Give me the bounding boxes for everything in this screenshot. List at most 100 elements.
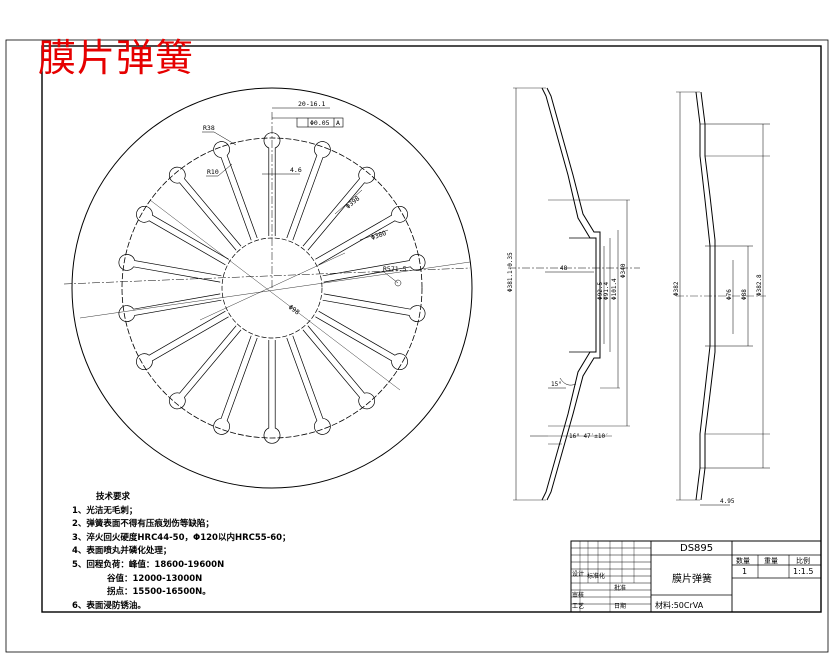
section-view-labels: Φ381.1-0.35 Φ340 Φ92.5 Φ91.4 Φ101.4 48 1… [507,252,627,440]
finger-slot-outline [322,293,426,322]
dim-495: 4.95 [720,498,735,505]
label-designer: 设计 [572,571,585,578]
dim-1647: 16° 47′±10′ [569,433,609,440]
leader-398 [334,189,363,215]
dim-925: Φ92.5 [597,282,604,300]
finger-slot-outline [302,325,375,410]
finger-slot-outline [169,325,242,410]
requirement-4: 4、表面喷丸并磷化处理； [72,546,172,557]
finger-slot [213,141,258,241]
technical-requirements: 技术要求 1、光洁无毛刺； 2、弹簧表面不得有压痕划伤等缺陷； 3、淬火回火硬度… [72,491,291,613]
requirement-1: 1、光洁无毛刺； [72,505,138,516]
dim-15deg: 15° [551,381,562,388]
tolerance-frame [296,117,344,128]
requirements-heading: 技术要求 [96,492,131,502]
finger-slots [118,132,426,444]
finger-slot-outline [263,340,281,444]
finger-slot [118,293,222,322]
finger-slot [302,166,375,251]
section-profile-inner [546,87,601,501]
finger-slot [322,293,426,322]
dim-3811: Φ381.1-0.35 [507,252,514,292]
finger-slot [286,141,331,241]
finger-slot-outline [286,141,331,241]
centerline-diag1 [79,261,471,319]
finger-slot [322,254,426,283]
dim-46: 4.6 [290,166,302,174]
requirement-5: 5、回程负荷：峰值：18600-19600N [72,559,225,570]
centerline-diag3 [199,252,346,321]
requirement-2: 2、弹簧表面不得有压痕划伤等缺陷； [72,519,214,530]
drawing-title: 膜片弹簧 [38,36,195,80]
finger-slot [286,335,331,435]
finger-slot-outline [118,293,222,322]
leader-r10 [206,163,233,177]
section-profile-outer [541,87,597,501]
finger-slot [169,325,242,410]
finger-slot-outline [213,335,258,435]
part-name: 膜片弹簧 [672,574,712,585]
section-view [508,87,640,501]
drawing-frame [5,39,829,653]
header-scale: 比例 [796,557,810,565]
datum-label: A [336,119,340,127]
label-date: 日期 [614,603,627,610]
finger-slot-outline [136,205,229,266]
finger-slot [213,335,258,435]
angle-arc-15 [559,377,577,386]
centerline-diag2 [149,199,401,391]
finger-slot [315,310,408,371]
requirement-5-valley: 谷值：12000-13000N [107,573,203,584]
dim-r38: R38 [203,124,215,132]
finger-slot-outline [118,254,222,283]
finger-slot [136,310,229,371]
dim-76: Φ76 [726,289,733,300]
finger-slot [302,325,375,410]
centerline-h [63,267,471,285]
requirement-5-inflection: 拐点：15500-16500N。 [107,587,211,598]
requirement-6: 6、表面浸防锈油。 [72,600,146,611]
dim-3828: Φ382.8 [756,274,763,296]
side-view-labels: Φ382 Φ382.8 Φ76 Φ88 4.95 [673,274,763,505]
drawing-number: DS895 [680,543,714,554]
dim-340: Φ340 [620,263,627,278]
title-block [570,540,822,613]
label-approve: 批准 [614,585,627,592]
dim-slot-count: 20-16.1 [298,100,325,108]
finger-slot-outline [315,310,408,371]
tolerance-value: Φ0.05 [310,119,330,127]
header-weight: 重量 [764,557,778,565]
leader-r38 [202,131,237,146]
leader-380 [359,229,389,241]
outer-circle [71,87,473,489]
front-view [63,87,473,489]
finger-slot-outline [169,166,242,251]
finger-slot [169,166,242,251]
front-view-labels: R38 R10 4.6 20-16.1 Φ0.05 A Φ398 Φ380 R5… [203,100,407,317]
dim-398: Φ398 [344,194,361,210]
dim-382: Φ382 [673,281,680,296]
finger-slot-outline [302,166,375,251]
requirement-3: 3、淬火回火硬度HRC44-50，Φ120以内HRC55-60； [72,532,291,543]
header-quantity: 数量 [736,557,750,565]
finger-slot [118,254,222,283]
finger-slot-outline [136,310,229,371]
label-process: 工艺 [572,603,585,610]
dim-914: Φ91.4 [603,282,610,300]
scale-value: 1:1.5 [793,567,814,576]
dim-98: Φ98 [287,303,301,316]
finger-slot-outline [315,205,408,266]
dim-r571: R571.5 [383,265,407,273]
side-view [676,91,770,506]
finger-slot-outline [286,335,331,435]
material: 材料:50CrVA [655,601,704,610]
finger-slot [315,205,408,266]
dim-88: Φ88 [741,289,748,300]
label-standardize: 标准化 [587,573,606,580]
finger-slot [263,340,281,444]
datum-symbol [394,279,402,287]
dim-380: Φ380 [370,229,388,242]
label-checker: 审核 [572,592,585,599]
dim-1014: Φ101.4 [611,278,618,300]
